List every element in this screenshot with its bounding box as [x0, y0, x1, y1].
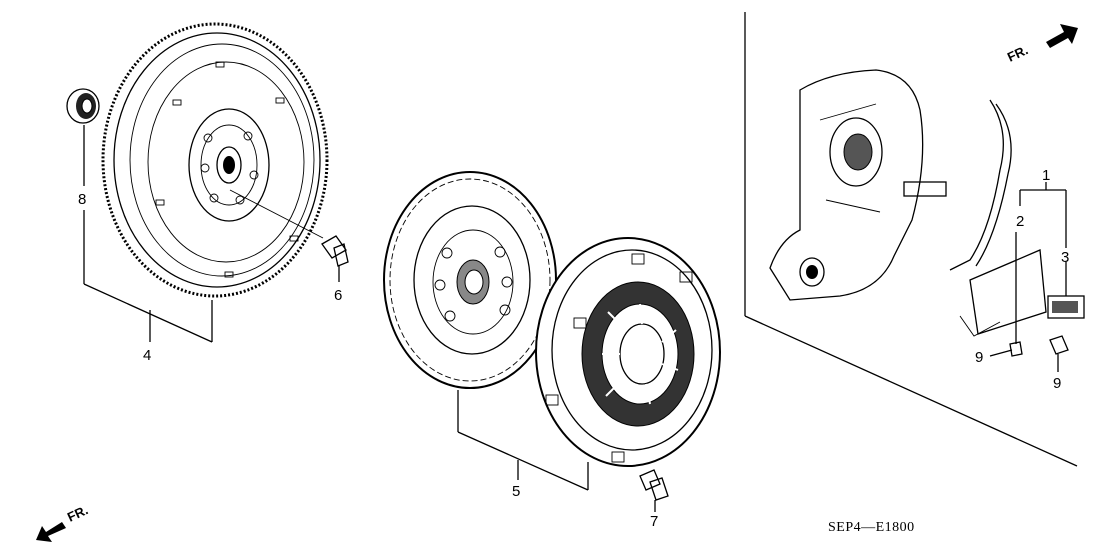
front-label-top: FR. — [1005, 42, 1030, 64]
clutch-disc[interactable] — [383, 171, 557, 389]
front-arrow-bottom: FR. — [36, 502, 90, 542]
pressure-plate[interactable] — [535, 237, 721, 467]
inset-frame — [744, 12, 1078, 467]
front-label-bottom: FR. — [65, 502, 90, 524]
callout-9-right: 9 — [1053, 375, 1061, 392]
warning-label[interactable] — [1047, 295, 1085, 319]
callout-8: 8 — [78, 191, 86, 208]
callout-5: 5 — [512, 483, 520, 500]
pressure-plate-bolt[interactable] — [639, 469, 669, 501]
callout-7: 7 — [650, 513, 658, 530]
flywheel-bolt[interactable] — [229, 189, 349, 267]
callout-2: 2 — [1016, 213, 1024, 230]
transmission-housing — [769, 69, 1012, 301]
front-arrow-top: FR. — [1005, 24, 1078, 65]
diagram-code: SEP4—E1800 — [828, 520, 915, 535]
housing-cover-plate[interactable] — [959, 249, 1047, 337]
callout-4: 4 — [143, 347, 151, 364]
callout-1: 1 — [1042, 167, 1050, 184]
callout-3: 3 — [1061, 249, 1069, 266]
callout-6: 6 — [334, 287, 342, 304]
pilot-bearing[interactable] — [66, 88, 100, 124]
leader-lines — [83, 125, 1067, 512]
cover-bolt[interactable] — [1009, 341, 1023, 357]
cover-bolt-2[interactable] — [1049, 335, 1069, 355]
callout-9-left: 9 — [975, 349, 983, 366]
flywheel[interactable] — [101, 22, 329, 298]
